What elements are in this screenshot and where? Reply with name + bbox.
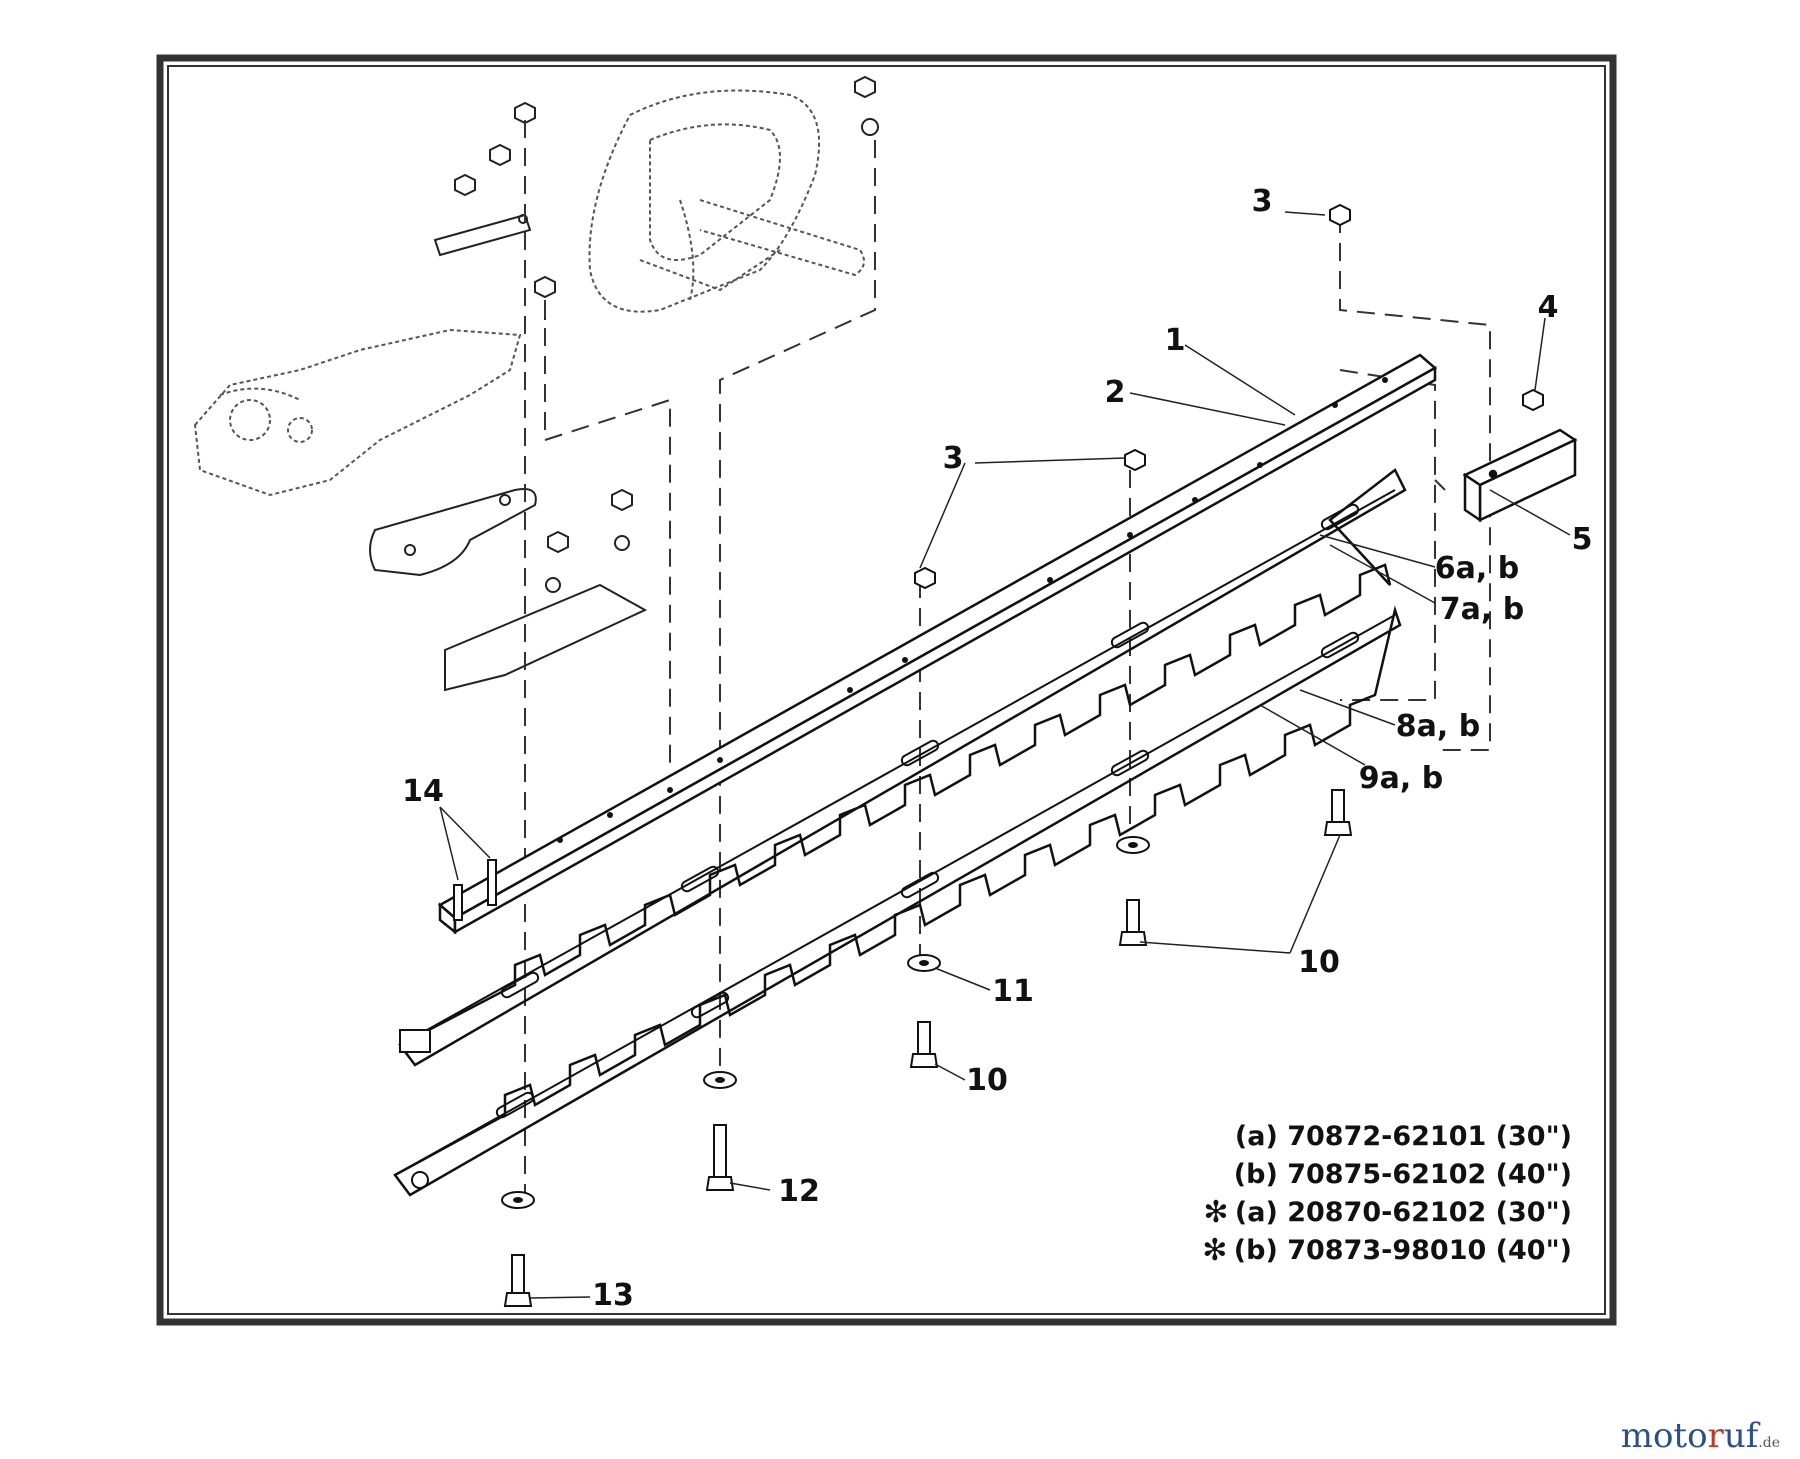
callout-4: 4 bbox=[1537, 290, 1559, 325]
leader-lines bbox=[439, 211, 1571, 1299]
blade-lower bbox=[393, 605, 1402, 1197]
gearbox-housing-ghost bbox=[588, 89, 865, 313]
legend-row: ✻ (b) 70873-98010 (40") bbox=[1200, 1232, 1572, 1270]
frame-outer bbox=[156, 54, 1617, 1326]
asterisk-icon: ✻ bbox=[1202, 1233, 1228, 1268]
blade-bar-top bbox=[437, 353, 1438, 935]
brand-part-3: uf bbox=[1723, 1416, 1759, 1456]
callout-10-right: 10 bbox=[1298, 945, 1340, 980]
callout-5: 5 bbox=[1571, 522, 1593, 557]
blade-upper-end bbox=[399, 1029, 431, 1053]
legend-row: ✻ (a) 20870-62102 (30") bbox=[1200, 1194, 1572, 1232]
callout-11: 11 bbox=[992, 974, 1034, 1009]
washers bbox=[501, 836, 1150, 1209]
part-number-legend: (a) 70872-62101 (30") (b) 70875-62102 (4… bbox=[1200, 1118, 1572, 1270]
callout-3-top: 3 bbox=[1251, 184, 1273, 219]
legend-text: (b) 70875-62102 (40") bbox=[1233, 1159, 1572, 1190]
motoruf-watermark[interactable]: motoruf.de bbox=[1621, 1419, 1780, 1453]
hardware-left bbox=[369, 75, 879, 692]
callout-3-mid: 3 bbox=[942, 441, 964, 476]
callout-10-mid: 10 bbox=[966, 1063, 1008, 1098]
channel-bracket bbox=[1462, 428, 1578, 523]
brand-part-2: r bbox=[1707, 1416, 1724, 1456]
blade-lower-end-hole bbox=[411, 1171, 429, 1189]
nuts bbox=[914, 203, 1544, 590]
blade-upper-edge bbox=[399, 489, 1396, 1046]
blade-slots bbox=[495, 503, 1360, 1119]
legend-row: (b) 70875-62102 (40") bbox=[1200, 1156, 1572, 1194]
blade-upper bbox=[398, 468, 1407, 1067]
callout-7: 7a, b bbox=[1439, 592, 1525, 627]
washer-holes bbox=[513, 842, 1138, 1203]
bolts bbox=[453, 789, 1353, 1307]
callout-9: 9a, b bbox=[1358, 761, 1444, 796]
legend-row: (a) 70872-62101 (30") bbox=[1200, 1118, 1572, 1156]
callout-12: 12 bbox=[778, 1174, 820, 1209]
asterisk-icon: ✻ bbox=[1203, 1195, 1229, 1230]
callout-8: 8a, b bbox=[1395, 709, 1481, 744]
frame-inner bbox=[167, 65, 1606, 1315]
brand-suffix: .de bbox=[1758, 1435, 1780, 1451]
brand-part-1: moto bbox=[1620, 1416, 1708, 1456]
blade-lower-edge bbox=[394, 614, 1396, 1176]
callout-14: 14 bbox=[402, 774, 444, 809]
legend-text: (a) 20870-62102 (30") bbox=[1234, 1197, 1572, 1228]
callout-13: 13 bbox=[592, 1278, 634, 1313]
bar-holes bbox=[557, 377, 1388, 843]
callout-1: 1 bbox=[1164, 323, 1186, 358]
holder-plate-ghost bbox=[193, 328, 522, 497]
callout-6: 6a, b bbox=[1434, 551, 1520, 586]
callout-2: 2 bbox=[1104, 375, 1126, 410]
legend-text: (b) 70873-98010 (40") bbox=[1233, 1235, 1572, 1266]
legend-text: (a) 70872-62101 (30") bbox=[1234, 1121, 1572, 1152]
